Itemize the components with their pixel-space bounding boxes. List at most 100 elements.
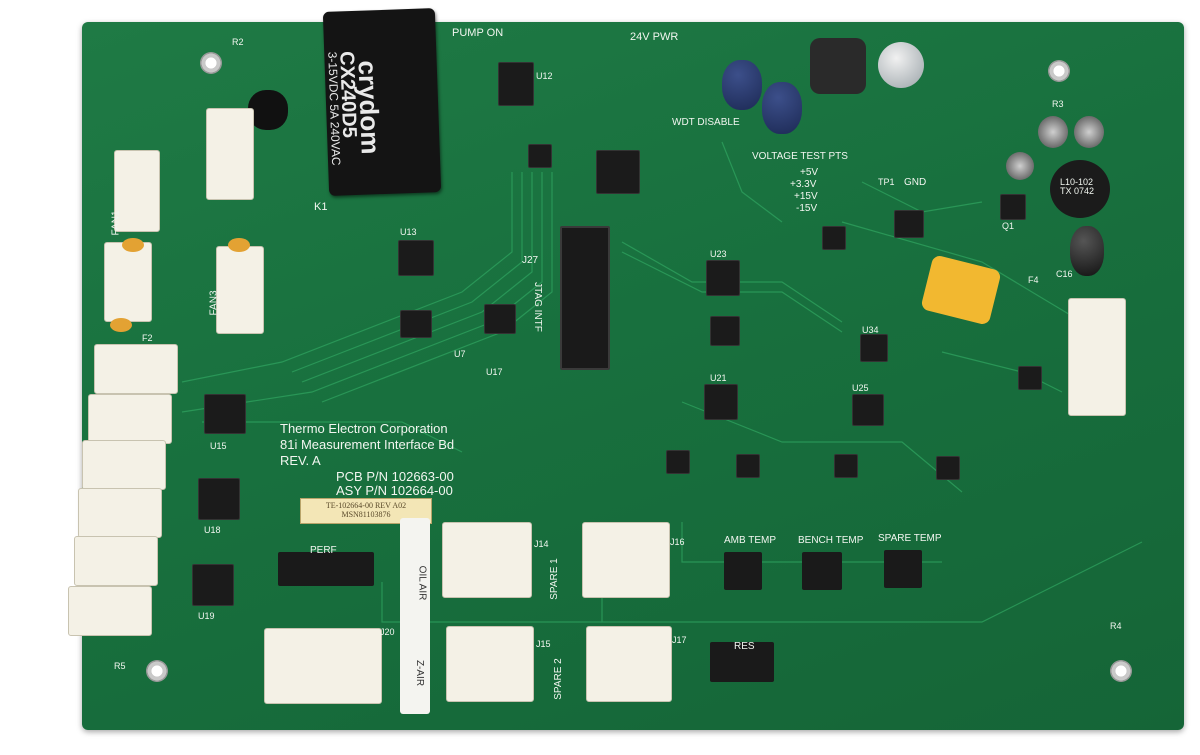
label-j27: J27 bbox=[522, 255, 539, 266]
label-tp1: TP1 bbox=[878, 177, 895, 187]
sticker-line-1: TE-102664-00 REV A02 bbox=[325, 501, 407, 510]
circuit-board: crydom CX240D5 3-15VDC 5A 240VAC K1 PUMP… bbox=[68, 8, 1184, 730]
fan3-connector bbox=[216, 246, 264, 334]
ic-u17 bbox=[484, 304, 516, 334]
label-q1: Q1 bbox=[1002, 221, 1015, 231]
ic-right-3 bbox=[1018, 366, 1042, 390]
mounting-hole-top-right bbox=[1048, 60, 1070, 82]
label-c16: C16 bbox=[1056, 269, 1073, 279]
label-u18: U18 bbox=[204, 525, 221, 535]
label-fan1: FAN1 bbox=[110, 210, 122, 236]
label-gnd: GND bbox=[904, 177, 927, 188]
label-res: RES bbox=[734, 641, 755, 652]
label-wdt-disable: WDT DISABLE bbox=[672, 117, 740, 128]
ic-u12 bbox=[498, 62, 534, 106]
ic-u34 bbox=[860, 334, 888, 362]
label-inductor-code: L10-102 TX 0742 bbox=[1060, 177, 1095, 196]
capacitor-4 bbox=[1074, 116, 1104, 148]
label-u7: U7 bbox=[454, 349, 466, 359]
connector-left-4 bbox=[78, 488, 162, 538]
fuse-yellow-1 bbox=[122, 238, 144, 252]
microcontroller bbox=[596, 150, 640, 194]
capacitor-5 bbox=[1006, 152, 1034, 180]
connector-j16 bbox=[582, 522, 670, 598]
label-spare-2: SPARE 2 bbox=[552, 658, 564, 700]
ic-center-2 bbox=[710, 316, 740, 346]
ic-u21 bbox=[704, 384, 738, 420]
label-spare-temp: SPARE TEMP bbox=[878, 533, 942, 544]
label-j14: J14 bbox=[534, 539, 549, 549]
label-u21: U21 bbox=[710, 373, 727, 383]
capacitor-c16 bbox=[1070, 226, 1104, 276]
label-r3: R3 bbox=[1052, 99, 1064, 109]
power-connector-right bbox=[1068, 298, 1126, 416]
connector-left-6 bbox=[68, 586, 152, 636]
ic-u18 bbox=[198, 478, 240, 520]
asy-part-number: ASY P/N 102664-00 bbox=[336, 483, 453, 498]
ic-lower-2 bbox=[736, 454, 760, 478]
board-name: 81i Measurement Interface Bd bbox=[280, 437, 455, 452]
label-j17: J17 bbox=[672, 635, 687, 645]
relay-k1: crydom CX240D5 3-15VDC 5A 240VAC bbox=[322, 8, 442, 196]
transistor-black bbox=[248, 90, 288, 130]
label-z-air: Z-AIR bbox=[414, 659, 426, 687]
fan1-connector bbox=[114, 150, 160, 232]
label-rail-15v: +15V bbox=[794, 191, 818, 202]
label-24v-pwr: 24V PWR bbox=[630, 31, 679, 43]
label-r5: R5 bbox=[114, 661, 126, 671]
label-f2: F2 bbox=[142, 333, 153, 343]
ic-lower-1 bbox=[666, 450, 690, 474]
label-voltage-test: VOLTAGE TEST PTS bbox=[752, 151, 848, 162]
capacitor-3 bbox=[1038, 116, 1068, 148]
fuse-yellow-3 bbox=[110, 318, 132, 332]
ic-u23 bbox=[706, 260, 740, 296]
label-pump-on: PUMP ON bbox=[452, 27, 504, 39]
label-strip bbox=[400, 518, 430, 714]
ic-u15 bbox=[204, 394, 246, 434]
label-perf: PERF bbox=[310, 545, 337, 556]
connector-left-3 bbox=[82, 440, 166, 490]
fan-connector-top bbox=[206, 108, 254, 200]
amb-temp-header bbox=[724, 552, 762, 590]
bench-temp-header bbox=[802, 552, 842, 590]
connector-j15 bbox=[446, 626, 534, 702]
connector-left-2 bbox=[88, 394, 172, 444]
label-j16: J16 bbox=[670, 537, 685, 547]
inductor-round bbox=[1050, 160, 1110, 218]
jtag-header-j27 bbox=[560, 226, 610, 370]
spare-temp-header bbox=[884, 550, 922, 588]
label-u34: U34 bbox=[862, 325, 879, 335]
label-rail-5v: +5V bbox=[800, 167, 819, 178]
capacitor-1 bbox=[722, 60, 762, 110]
label-rail-minus-15v: -15V bbox=[796, 203, 818, 214]
label-fan3: FAN3 bbox=[208, 290, 220, 316]
label-oil-air: OIL AIR bbox=[416, 565, 428, 601]
ic-u7 bbox=[400, 310, 432, 338]
res-header bbox=[710, 642, 774, 682]
label-jtag: JTAG INTF bbox=[531, 282, 543, 332]
label-u12: U12 bbox=[536, 71, 553, 81]
label-u25: U25 bbox=[852, 383, 869, 393]
relay-ratings: 3-15VDC 5A 240VAC bbox=[325, 51, 344, 166]
perf-header bbox=[278, 552, 374, 586]
connector-j20 bbox=[264, 628, 382, 704]
label-u15: U15 bbox=[210, 441, 227, 451]
capacitor-silver bbox=[878, 42, 924, 88]
label-k1: K1 bbox=[314, 201, 328, 213]
label-u13: U13 bbox=[400, 227, 417, 237]
label-f4: F4 bbox=[1028, 275, 1039, 285]
label-r2: R2 bbox=[232, 37, 244, 47]
ic-q1 bbox=[1000, 194, 1026, 220]
label-u17: U17 bbox=[486, 367, 503, 377]
label-j20: J20 bbox=[380, 627, 395, 637]
ic-u13 bbox=[398, 240, 434, 276]
company-name: Thermo Electron Corporation bbox=[280, 421, 448, 436]
connector-j17 bbox=[586, 626, 672, 702]
label-spare-1: SPARE 1 bbox=[548, 558, 560, 600]
mounting-hole-bottom-left bbox=[146, 660, 168, 682]
ic-u19 bbox=[192, 564, 234, 606]
fan2-connector bbox=[104, 242, 152, 322]
inductor-large bbox=[810, 38, 866, 94]
capacitor-2 bbox=[762, 82, 802, 134]
label-r4: R4 bbox=[1110, 621, 1122, 631]
